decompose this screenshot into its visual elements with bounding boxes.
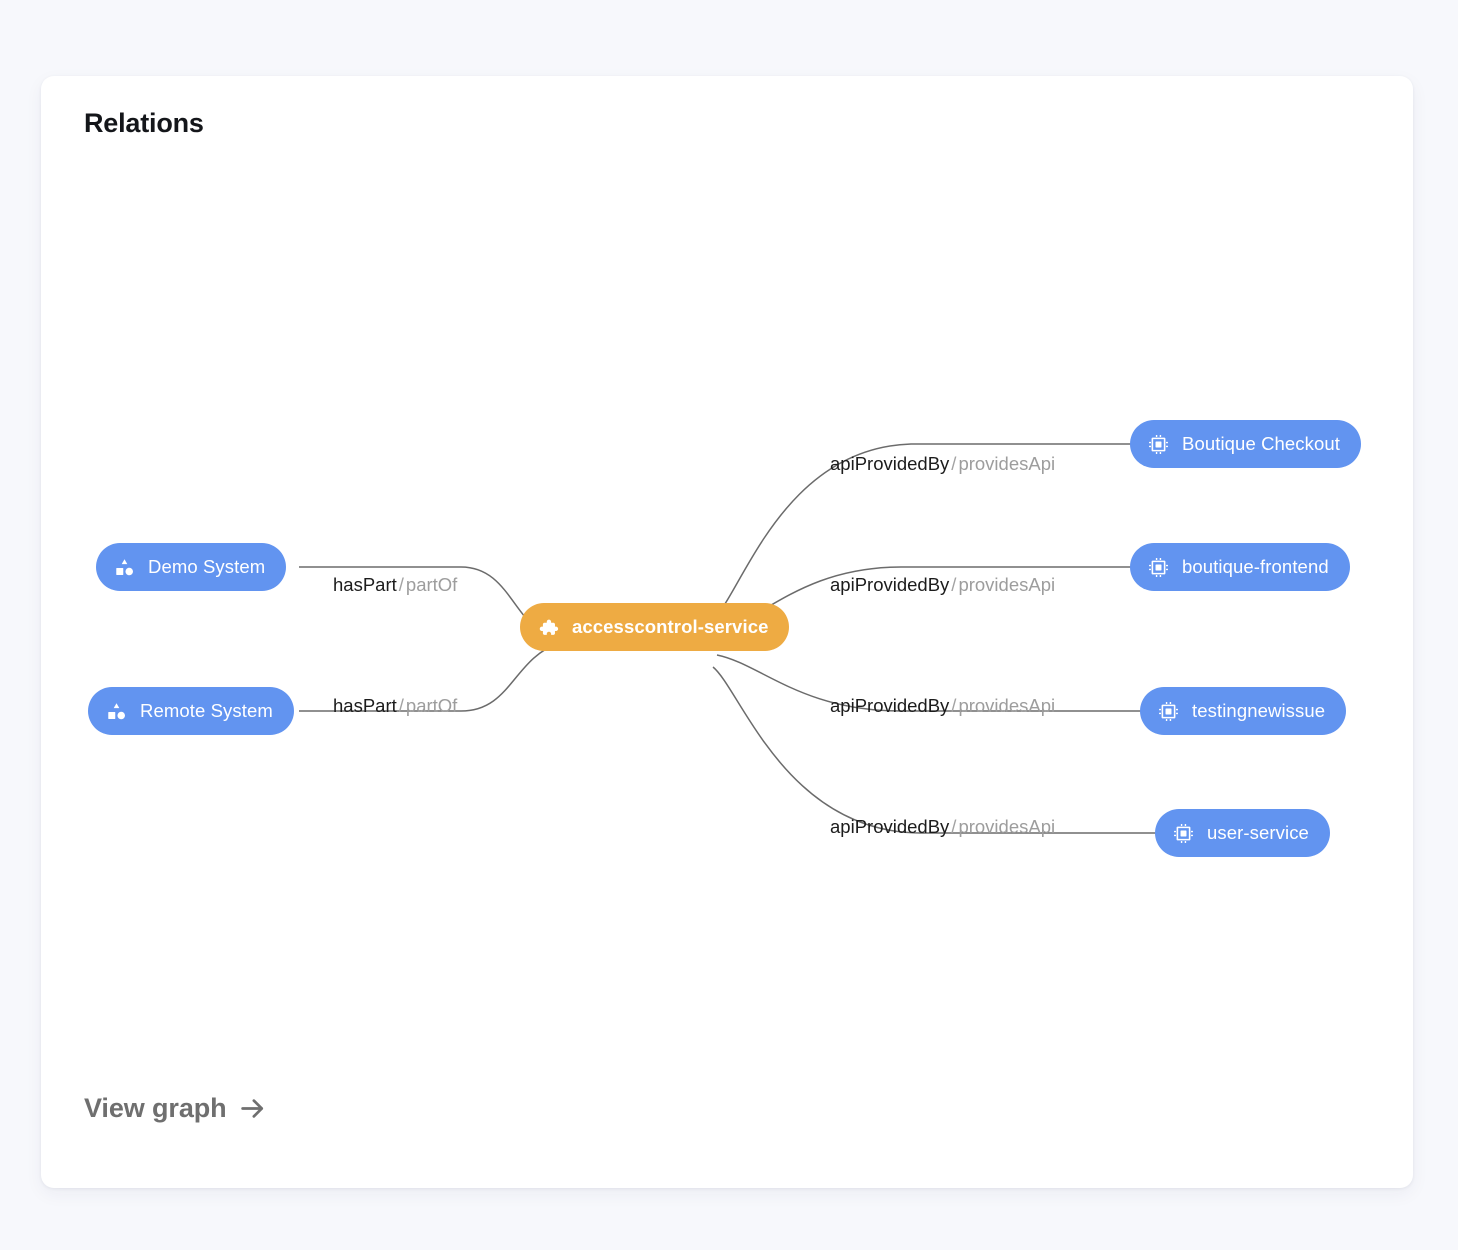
page-title: Relations	[84, 108, 204, 138]
graph-node-label: boutique-frontend	[1182, 556, 1329, 577]
graph-node-label: accesscontrol-service	[572, 616, 769, 637]
edge-path-testingnewissue	[716, 654, 1141, 712]
shapes-icon	[105, 700, 127, 722]
edge-label-demo-system: hasPart/partOf	[333, 574, 458, 595]
relation-reverse: partOf	[405, 695, 458, 716]
view-graph-link[interactable]: View graph	[84, 1093, 268, 1124]
relation-separator: /	[951, 453, 957, 474]
relation-forward: hasPart	[333, 695, 397, 716]
relation-separator: /	[951, 695, 957, 716]
relation-separator: /	[951, 574, 957, 595]
relation-reverse: providesApi	[958, 816, 1056, 837]
graph-node-testingnewissue[interactable]: testingnewissue	[1140, 687, 1347, 735]
edge-path-boutique-checkout	[712, 443, 1131, 620]
edge-label-testingnewissue: apiProvidedBy/providesApi	[830, 695, 1056, 716]
edge-label-boutique-checkout: apiProvidedBy/providesApi	[830, 453, 1056, 474]
chip-icon	[1147, 556, 1169, 578]
relation-separator: /	[398, 695, 404, 716]
graph-node-label: Demo System	[148, 556, 266, 577]
relation-reverse: providesApi	[958, 453, 1056, 474]
relations-card: Relations	[41, 76, 1413, 1188]
relation-forward: apiProvidedBy	[830, 816, 950, 837]
edge-label-boutique-frontend: apiProvidedBy/providesApi	[830, 574, 1056, 595]
relation-reverse: providesApi	[958, 574, 1056, 595]
graph-node-user-service[interactable]: user-service	[1155, 809, 1330, 857]
arrow-right-icon	[238, 1095, 268, 1123]
graph-node-remote-system[interactable]: Remote System	[88, 687, 294, 735]
graph-node-label: user-service	[1207, 822, 1309, 843]
graph-node-demo-system[interactable]: Demo System	[96, 543, 287, 591]
graph-node-label: Remote System	[140, 700, 273, 721]
view-graph-label: View graph	[84, 1093, 227, 1123]
graph-node-accesscontrol-service[interactable]: accesscontrol-service	[520, 603, 790, 651]
edge-path-user-service	[712, 666, 1156, 834]
puzzle-piece-icon	[537, 616, 559, 638]
graph-node-boutique-checkout[interactable]: Boutique Checkout	[1130, 420, 1362, 468]
edge-label-user-service: apiProvidedBy/providesApi	[830, 816, 1056, 837]
relations-graph[interactable]: accesscontrol-service Demo System	[41, 76, 1413, 1188]
relation-forward: apiProvidedBy	[830, 695, 950, 716]
relation-forward: hasPart	[333, 574, 397, 595]
graph-node-boutique-frontend[interactable]: boutique-frontend	[1130, 543, 1350, 591]
graph-node-label: Boutique Checkout	[1182, 433, 1341, 454]
relation-reverse: partOf	[405, 574, 458, 595]
relation-separator: /	[398, 574, 404, 595]
chip-icon	[1147, 433, 1169, 455]
relation-forward: apiProvidedBy	[830, 453, 950, 474]
shapes-icon	[113, 556, 135, 578]
graph-node-label: testingnewissue	[1192, 700, 1326, 721]
relation-reverse: providesApi	[958, 695, 1056, 716]
relation-forward: apiProvidedBy	[830, 574, 950, 595]
chip-icon	[1157, 700, 1179, 722]
relation-separator: /	[951, 816, 957, 837]
edge-label-remote-system: hasPart/partOf	[333, 695, 458, 716]
chip-icon	[1172, 822, 1194, 844]
